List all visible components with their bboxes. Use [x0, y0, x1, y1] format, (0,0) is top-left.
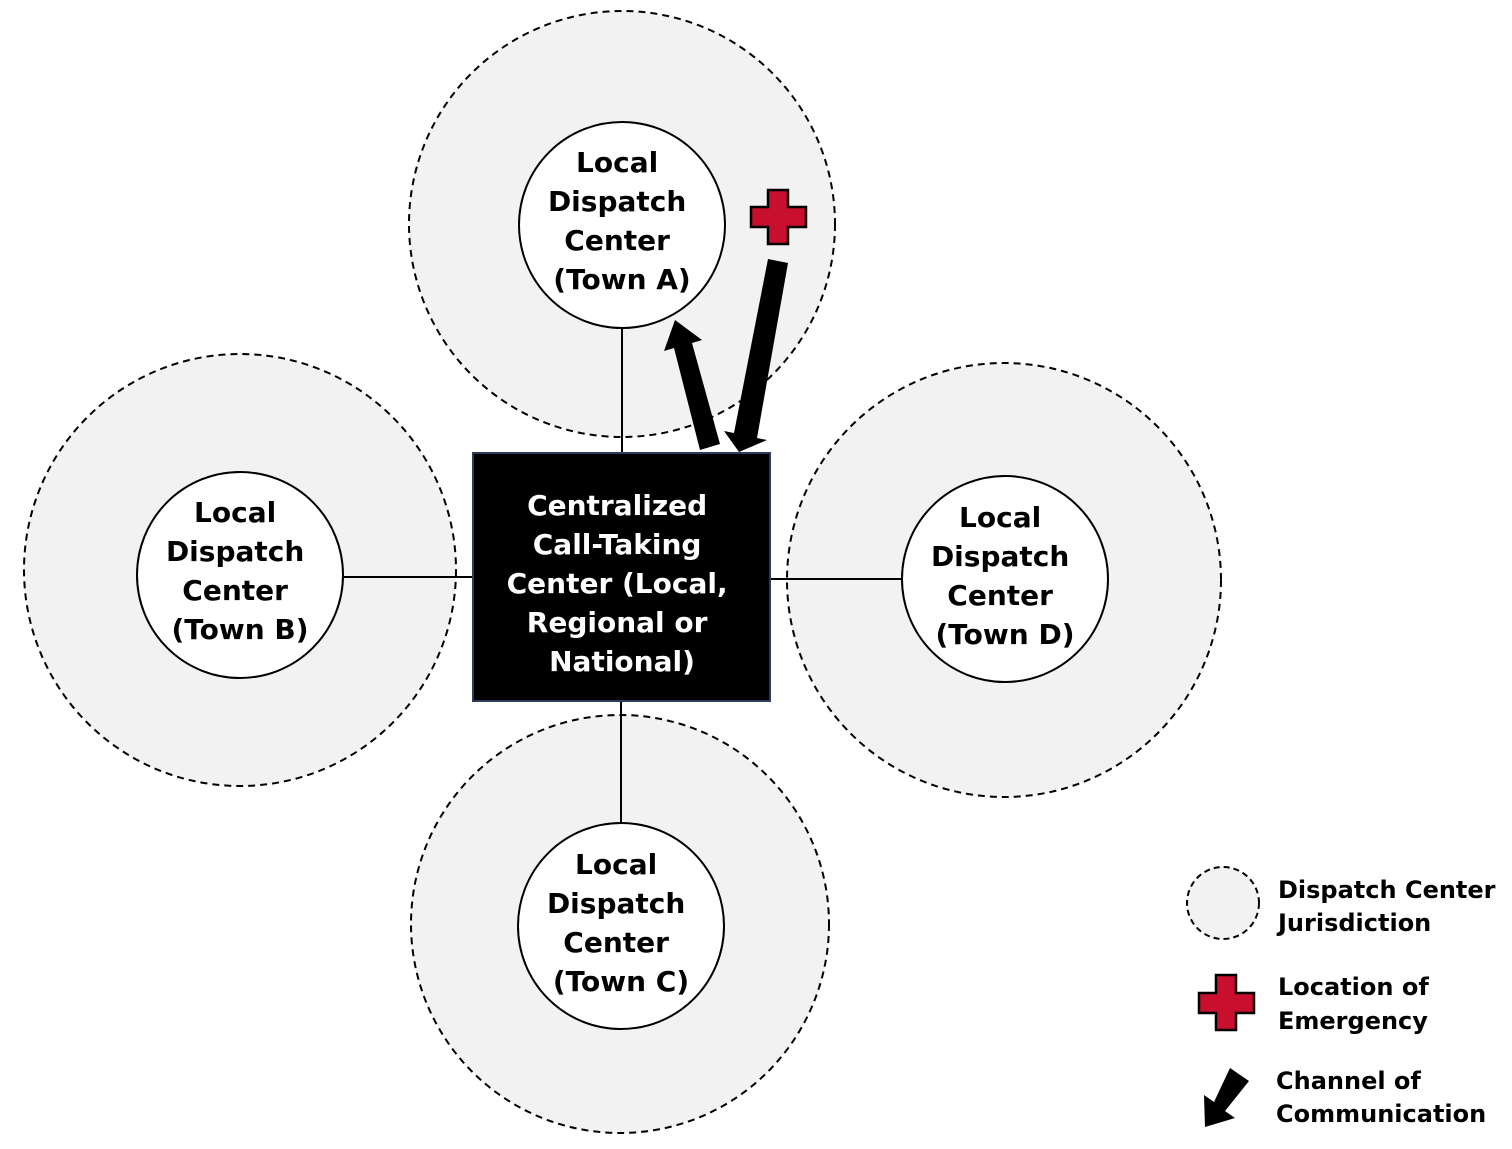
- town-c-line-1: Local: [575, 848, 657, 881]
- svg-text:Centralized Call-Taking: Centralized Call-Taking Center (Local, R…: [507, 489, 738, 678]
- legend-dashed-circle-icon: [1186, 866, 1260, 940]
- town-a-line-1: Local: [576, 146, 658, 179]
- legend-channel: Channel of Communication: [1204, 1067, 1486, 1128]
- dispatch-center-town-c: Local Dispatch Center (Town C): [517, 822, 725, 1030]
- town-d-line-2: Dispatch: [931, 540, 1069, 573]
- central-call-taking-center: Centralized Call-Taking Center (Local, R…: [472, 452, 771, 702]
- dispatch-centers: Local Dispatch Center (Town A) Local Dis…: [136, 121, 1109, 1030]
- town-c-line-4: (Town C): [553, 965, 689, 998]
- svg-text:Location of Emergency: Location of Emergency: [1278, 973, 1437, 1035]
- svg-text:Local Dispatch: Local Dispatch Center (Town C): [547, 848, 695, 998]
- legend-emergency: Location of Emergency: [1197, 973, 1437, 1035]
- town-a-line-2: Dispatch: [548, 185, 686, 218]
- connectors: [344, 327, 903, 824]
- svg-text:Local Dispatch: Local Dispatch Center (Town A): [548, 146, 696, 296]
- svg-text:Channel of Communicati: Channel of Communication: [1276, 1067, 1486, 1128]
- town-d-line-1: Local: [959, 501, 1041, 534]
- town-c-line-2: Dispatch: [547, 887, 685, 920]
- emergency-cross-icon: [749, 188, 808, 246]
- legend-jurisdiction-line-2: Jurisdiction: [1276, 909, 1431, 937]
- central-line-2: Call-Taking: [533, 528, 702, 561]
- legend-jurisdiction-line-1: Dispatch Center: [1278, 876, 1496, 904]
- town-d-line-3: Center: [947, 579, 1053, 612]
- legend: Dispatch Center Jurisdiction Location of…: [1186, 866, 1504, 1128]
- central-line-5: National): [549, 645, 695, 678]
- town-a-line-4: (Town A): [553, 263, 690, 296]
- legend-red-cross-icon: [1197, 973, 1256, 1032]
- town-b-line-2: Dispatch: [166, 535, 304, 568]
- dispatch-center-town-a: Local Dispatch Center (Town A): [518, 121, 726, 329]
- svg-text:Dispatch Center Jurisd: Dispatch Center Jurisdiction: [1276, 876, 1504, 937]
- town-b-line-1: Local: [194, 496, 276, 529]
- legend-emergency-line-2: Emergency: [1278, 1007, 1428, 1035]
- arrow-down-icon: [724, 259, 788, 452]
- central-line-1: Centralized: [527, 489, 707, 522]
- town-c-line-3: Center: [563, 926, 669, 959]
- town-b-line-4: (Town B): [171, 613, 308, 646]
- dispatch-center-town-b: Local Dispatch Center (Town B): [136, 471, 344, 679]
- legend-arrow-icon: [1204, 1068, 1249, 1127]
- arrow-up-icon: [664, 320, 720, 450]
- legend-channel-line-1: Channel of: [1276, 1067, 1421, 1095]
- svg-text:Local Dispatch: Local Dispatch Center (Town D): [931, 501, 1079, 651]
- legend-channel-line-2: Communication: [1276, 1100, 1486, 1128]
- town-a-line-3: Center: [564, 224, 670, 257]
- communication-arrows: [664, 259, 788, 452]
- svg-text:Local Dispatch: Local Dispatch Center (Town B): [166, 496, 314, 646]
- town-d-line-4: (Town D): [935, 618, 1074, 651]
- legend-emergency-line-1: Location of: [1278, 973, 1429, 1001]
- town-b-line-3: Center: [182, 574, 288, 607]
- central-line-3: Center (Local,: [507, 567, 728, 600]
- central-line-4: Regional or: [527, 606, 708, 639]
- legend-jurisdiction: Dispatch Center Jurisdiction: [1186, 866, 1504, 940]
- dispatch-center-town-d: Local Dispatch Center (Town D): [901, 475, 1109, 683]
